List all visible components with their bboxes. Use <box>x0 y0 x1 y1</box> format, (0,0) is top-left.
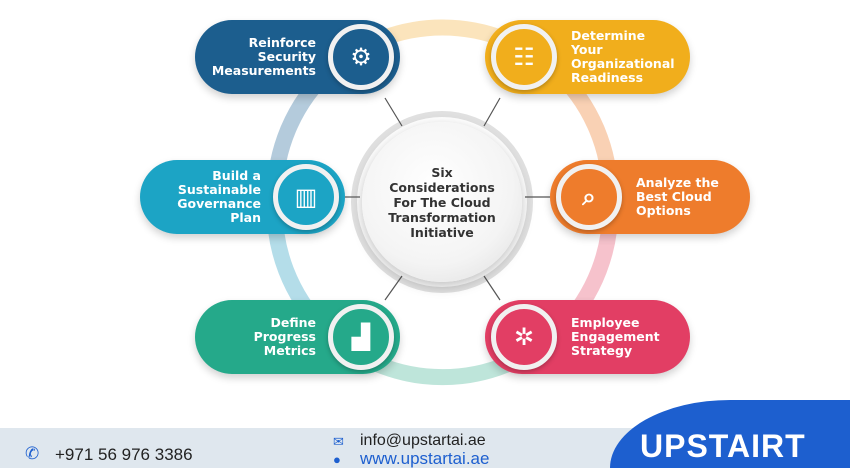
org-chart-icon: ☷ <box>491 24 557 90</box>
item-organizational-readiness: Determine Your Organizational Readiness … <box>485 20 690 94</box>
governance-building-icon: ▥ <box>273 164 339 230</box>
item-governance-plan: Build a Sustainable Governance Plan ▥ <box>140 160 345 234</box>
item-label: Determine Your Organizational Readiness <box>571 28 675 85</box>
item-cloud-options: Analyze the Best Cloud Options ⌕ <box>550 160 750 234</box>
center-title: Six Considerations For The Cloud Transfo… <box>388 164 496 240</box>
globe-icon: ● <box>333 452 341 467</box>
item-reinforce-security: Reinforce Security Measurements ⚙ <box>195 20 400 94</box>
item-label: Build a Sustainable Governance Plan <box>177 168 261 225</box>
item-employee-engagement: Employee Engagement Strategy ✲ <box>485 300 690 374</box>
people-network-icon: ✲ <box>491 304 557 370</box>
phone-icon: ✆ <box>25 444 40 463</box>
security-gear-icon: ⚙ <box>328 24 394 90</box>
item-label: Reinforce Security Measurements <box>211 35 316 78</box>
phone-number: +971 56 976 3386 <box>55 445 193 464</box>
magnifier-check-icon: ⌕ <box>556 164 622 230</box>
bar-chart-icon: ▟ <box>328 304 394 370</box>
item-progress-metrics: Define Progress Metrics ▟ <box>195 300 400 374</box>
brand-logo: UPSTAIRT <box>640 428 806 464</box>
website-link[interactable]: www.upstartai.ae <box>360 449 490 468</box>
center-title-circle: Six Considerations For The Cloud Transfo… <box>362 122 522 282</box>
email-icon: ✉ <box>333 434 344 449</box>
email-address[interactable]: info@upstartai.ae <box>360 432 486 449</box>
item-label: Analyze the Best Cloud Options <box>636 175 719 218</box>
item-label: Employee Engagement Strategy <box>571 315 660 358</box>
item-label: Define Progress Metrics <box>253 315 316 358</box>
